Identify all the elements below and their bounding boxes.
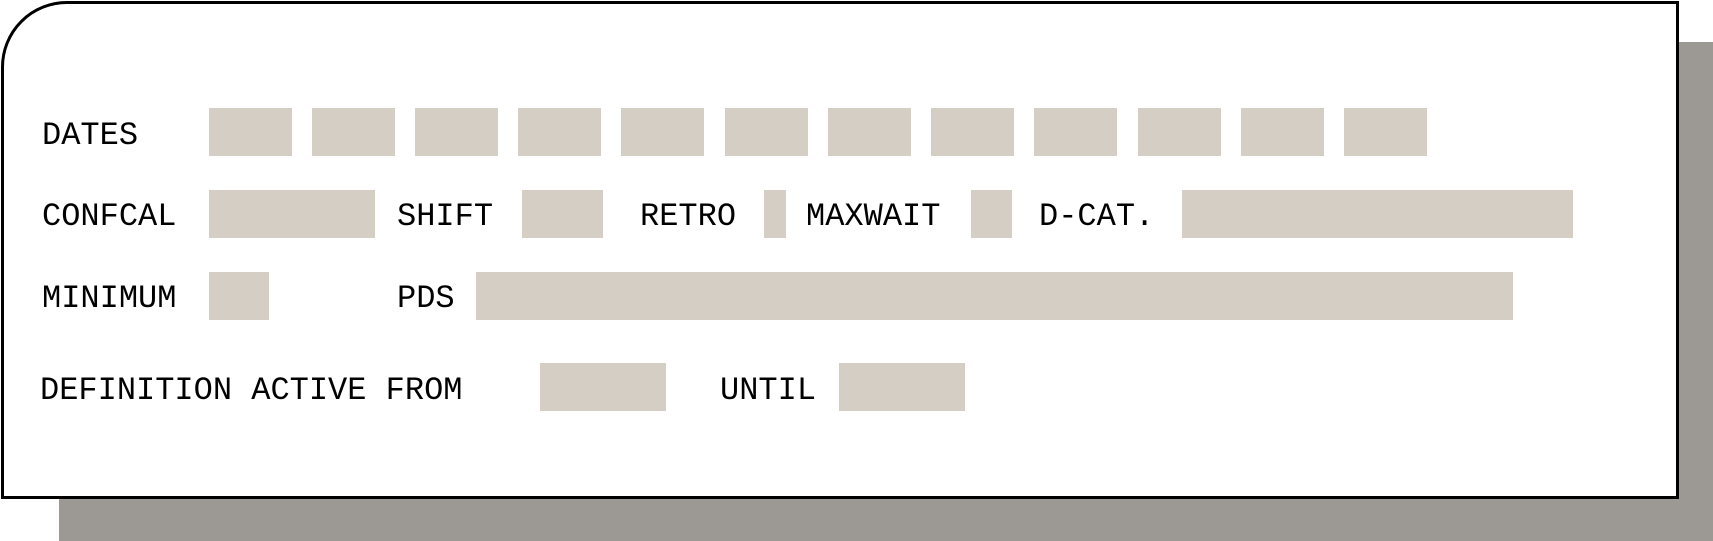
definition-form-panel: DATES CONFCAL SHIFT RETRO MAXWAIT D-CAT.… bbox=[1, 1, 1679, 499]
minimum-label: MINIMUM bbox=[42, 280, 177, 317]
date-field-11[interactable] bbox=[1241, 108, 1324, 156]
confcal-label: CONFCAL bbox=[42, 198, 177, 235]
dcat-label: D-CAT. bbox=[1039, 198, 1155, 235]
retro-field[interactable] bbox=[764, 190, 786, 238]
date-field-7[interactable] bbox=[828, 108, 911, 156]
pds-field[interactable] bbox=[476, 272, 1513, 320]
definition-active-from-label: DEFINITION ACTIVE FROM bbox=[40, 372, 463, 409]
minimum-field[interactable] bbox=[209, 272, 269, 320]
maxwait-label: MAXWAIT bbox=[806, 198, 941, 235]
date-field-6[interactable] bbox=[725, 108, 808, 156]
shift-label: SHIFT bbox=[397, 198, 494, 235]
until-label: UNTIL bbox=[720, 372, 817, 409]
maxwait-field[interactable] bbox=[971, 190, 1012, 238]
date-field-10[interactable] bbox=[1138, 108, 1221, 156]
dates-label: DATES bbox=[42, 117, 139, 154]
active-from-field[interactable] bbox=[540, 363, 666, 411]
date-field-4[interactable] bbox=[518, 108, 601, 156]
dcat-field[interactable] bbox=[1182, 190, 1573, 238]
confcal-field[interactable] bbox=[209, 190, 375, 238]
until-field[interactable] bbox=[839, 363, 965, 411]
date-field-1[interactable] bbox=[209, 108, 292, 156]
date-field-2[interactable] bbox=[312, 108, 395, 156]
date-field-5[interactable] bbox=[621, 108, 704, 156]
date-field-3[interactable] bbox=[415, 108, 498, 156]
pds-label: PDS bbox=[397, 280, 455, 317]
date-field-8[interactable] bbox=[931, 108, 1014, 156]
date-field-12[interactable] bbox=[1344, 108, 1427, 156]
date-field-9[interactable] bbox=[1034, 108, 1117, 156]
retro-label: RETRO bbox=[640, 198, 737, 235]
shift-field[interactable] bbox=[522, 190, 603, 238]
